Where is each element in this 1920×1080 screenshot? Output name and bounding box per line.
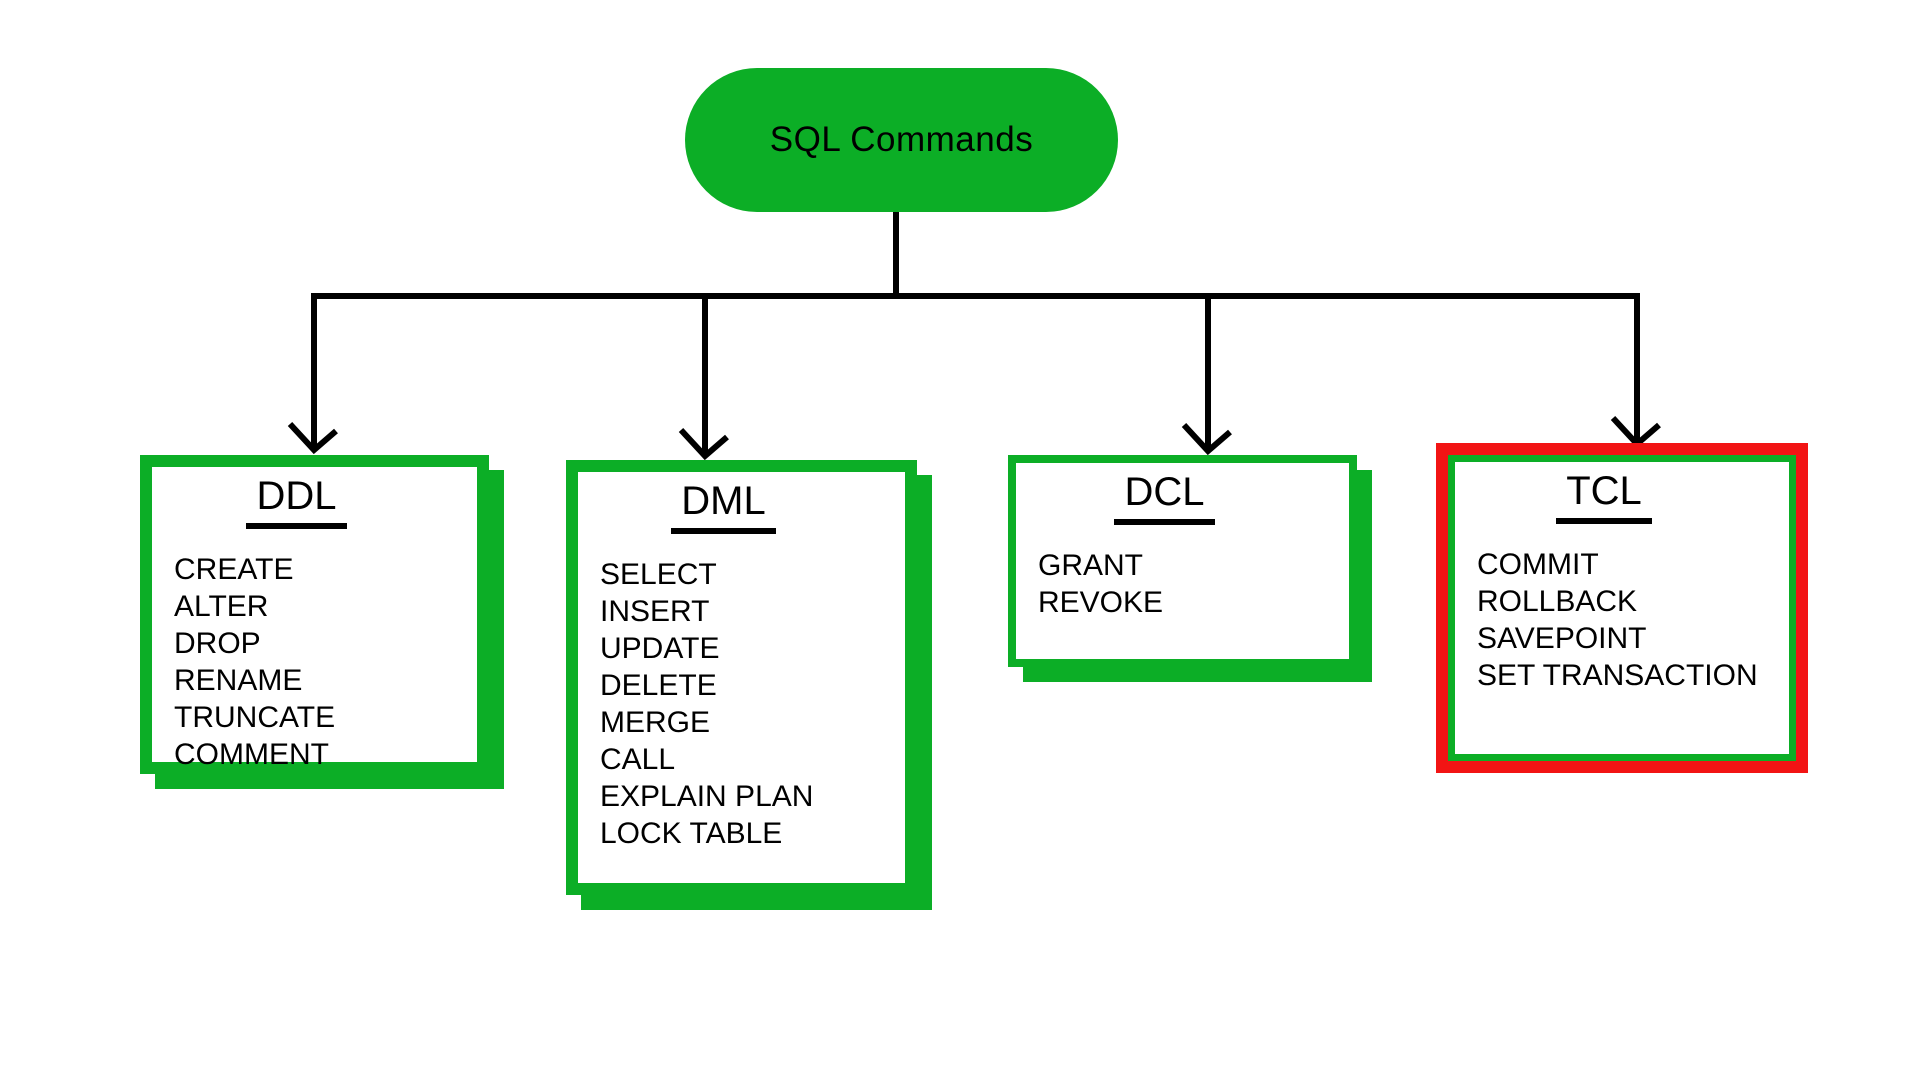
- list-item: DELETE: [600, 669, 717, 702]
- list-item: ROLLBACK: [1477, 585, 1638, 618]
- root-node-label: SQL Commands: [769, 120, 1034, 159]
- list-item: DROP: [174, 627, 261, 660]
- list-item: GRANT: [1038, 549, 1143, 582]
- node-title-row: DML: [578, 478, 905, 534]
- list-item: UPDATE: [600, 632, 720, 665]
- node-box-dcl: DCL GRANT REVOKE: [1008, 455, 1357, 667]
- list-item: TRUNCATE: [174, 701, 336, 734]
- node-title-row: DDL: [152, 473, 477, 529]
- node-items-dcl: GRANT REVOKE: [1016, 525, 1349, 621]
- arrowhead-dcl-icon: [1181, 422, 1232, 456]
- node-box-dml: DML SELECT INSERT UPDATE DELETE MERGE CA…: [566, 460, 917, 895]
- node-title-dml: DML: [671, 478, 776, 534]
- node-box-ddl: DDL CREATE ALTER DROP RENAME TRUNCATE CO…: [140, 455, 489, 774]
- node-items-dml: SELECT INSERT UPDATE DELETE MERGE CALL E…: [578, 534, 905, 852]
- node-box-tcl: TCL COMMIT ROLLBACK SAVEPOINT SET TRANSA…: [1436, 443, 1808, 773]
- arrowhead-dml-icon: [678, 427, 729, 461]
- list-item: INSERT: [600, 595, 710, 628]
- list-item: MERGE: [600, 706, 711, 739]
- node-title-row: TCL: [1455, 468, 1789, 524]
- list-item: ALTER: [174, 590, 269, 623]
- node-title-ddl: DDL: [246, 473, 347, 529]
- node-items-tcl: COMMIT ROLLBACK SAVEPOINT SET TRANSACTIO…: [1455, 524, 1789, 694]
- list-item: SET TRANSACTION: [1477, 659, 1758, 692]
- node-title-row: DCL: [1016, 469, 1349, 525]
- arrowhead-ddl-icon: [287, 421, 338, 455]
- list-item: REVOKE: [1038, 586, 1164, 619]
- list-item: LOCK TABLE: [600, 817, 783, 850]
- list-item: SELECT: [600, 558, 717, 591]
- list-item: SAVEPOINT: [1477, 622, 1647, 655]
- node-box-tcl-inner-border: TCL COMMIT ROLLBACK SAVEPOINT SET TRANSA…: [1448, 455, 1796, 761]
- list-item: CREATE: [174, 553, 294, 586]
- list-item: COMMIT: [1477, 548, 1599, 581]
- list-item: CALL: [600, 743, 676, 776]
- root-node-sql-commands: SQL Commands: [685, 68, 1118, 212]
- list-item: COMMENT: [174, 738, 329, 771]
- node-items-ddl: CREATE ALTER DROP RENAME TRUNCATE COMMEN…: [152, 529, 477, 773]
- node-title-tcl: TCL: [1556, 468, 1652, 524]
- node-title-dcl: DCL: [1114, 469, 1215, 525]
- list-item: RENAME: [174, 664, 303, 697]
- list-item: EXPLAIN PLAN: [600, 780, 814, 813]
